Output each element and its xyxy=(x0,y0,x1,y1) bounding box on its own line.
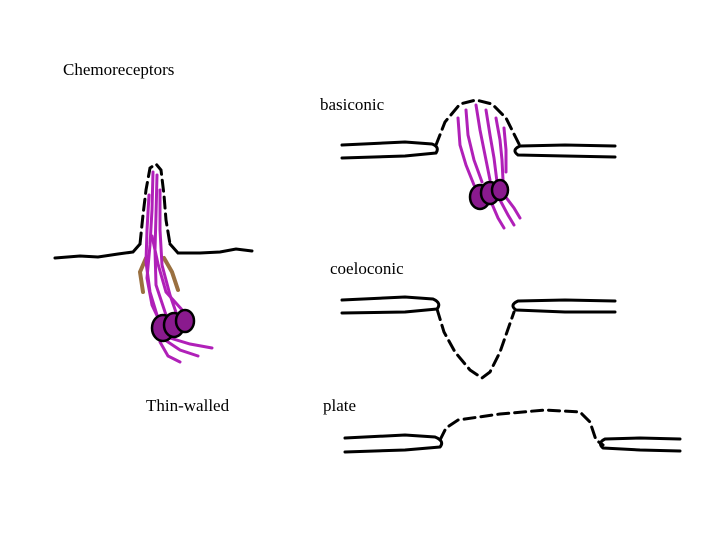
basiconic-neurons xyxy=(468,178,510,211)
label-coeloconic: coeloconic xyxy=(330,259,404,278)
coeloconic-cuticle-right xyxy=(511,298,617,314)
coeloconic-pit-wall xyxy=(435,307,516,380)
thin-walled-socket-right xyxy=(162,256,180,292)
basiconic-cuticle-left xyxy=(340,140,439,160)
slide-title: Chemoreceptors xyxy=(63,60,175,79)
thin-walled-cuticle-right xyxy=(168,242,254,255)
basiconic-sensillum xyxy=(340,98,617,230)
basiconic-cuticle-right xyxy=(513,143,617,159)
plate-wall xyxy=(438,408,605,447)
coeloconic-cuticle-left xyxy=(340,295,441,315)
plate-cuticle-right xyxy=(598,436,682,453)
thin-walled-socket-left xyxy=(137,256,148,294)
basiconic-peg-wall xyxy=(434,98,522,148)
plate-sensillum xyxy=(343,408,682,454)
coeloconic-sensillum xyxy=(340,295,617,380)
label-thin-walled: Thin-walled xyxy=(146,396,230,415)
thin-walled-peg-wall xyxy=(138,162,172,246)
thin-walled-cuticle-left xyxy=(53,242,142,260)
thin-walled-neurons xyxy=(150,308,196,343)
basiconic-dendrites xyxy=(456,103,522,230)
label-plate: plate xyxy=(323,396,357,415)
label-basiconic: basiconic xyxy=(320,95,385,114)
plate-cuticle-left xyxy=(343,433,444,454)
thin-walled-sensillum xyxy=(53,162,254,364)
